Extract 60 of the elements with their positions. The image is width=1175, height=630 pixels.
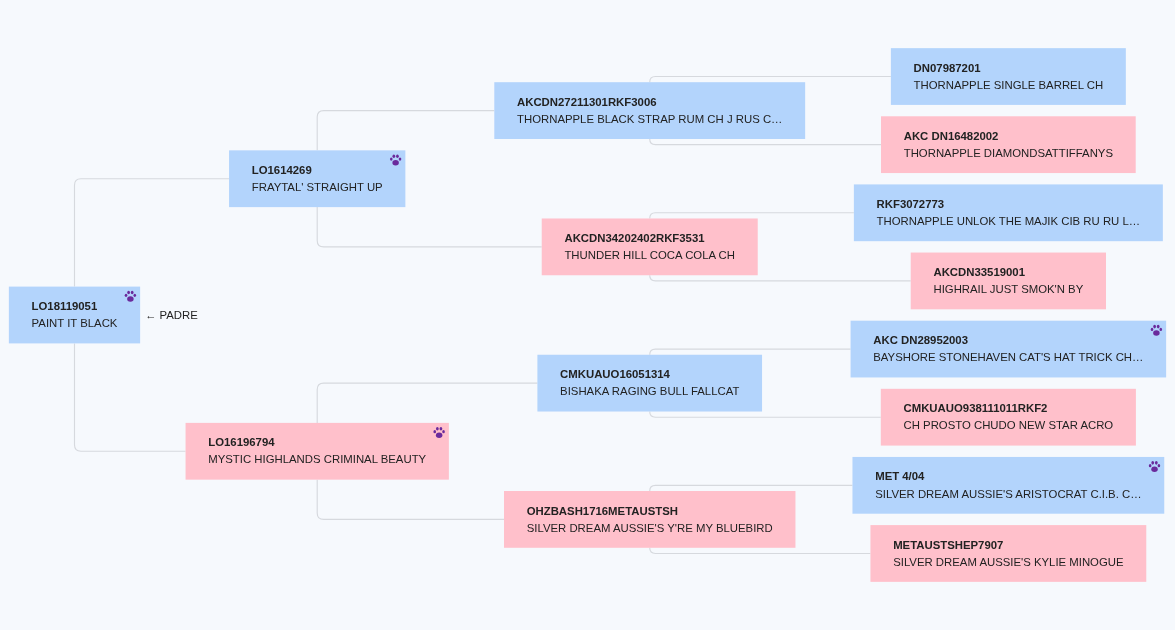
connector-line: [73, 178, 230, 288]
pedigree-card: [850, 320, 1167, 378]
dog-name: MYSTIC HIGHLANDS CRIMINAL BEAUTY: [208, 451, 427, 468]
connector-line: [316, 110, 495, 151]
registration-number: DN07987201: [913, 60, 981, 77]
connector-line: [649, 212, 855, 220]
registration-number: CMKUAUO16051314: [560, 366, 670, 383]
connector-line: [316, 382, 538, 424]
registration-number: LO18119051: [31, 298, 98, 315]
dog-name: CH PROSTO CHUDO NEW STAR ACRO: [903, 417, 1114, 434]
registration-number: AKCDN33519001: [933, 264, 1025, 281]
pedigree-card: [537, 354, 763, 412]
connector-line: [649, 348, 852, 356]
registration-number: METAUSTSHEP7907: [893, 537, 1004, 554]
dog-name: PAINT IT BLACK: [31, 315, 118, 332]
pedigree-card: [494, 82, 806, 139]
pedigree-card: [185, 422, 449, 480]
connector-line: [649, 75, 892, 83]
dog-name: BAYSHORE STONEHAVEN CAT'S HAT TRICK CH…: [873, 349, 1144, 366]
registration-number: AKCDN27211301RKF3006: [517, 94, 657, 111]
pedigree-card: [881, 116, 1136, 174]
connector-line: [316, 479, 505, 520]
connector-line: [649, 410, 882, 418]
connector-line: [649, 138, 882, 146]
dog-name: THORNAPPLE UNLOK THE MAJIK CIB RU RU L…: [876, 213, 1141, 230]
dog-name: THORNAPPLE BLACK STRAP RUM CH J RUS C…: [517, 111, 783, 128]
pedigree-card: [870, 525, 1147, 582]
registration-number: RKF3072773: [876, 196, 945, 213]
dog-name: THORNAPPLE SINGLE BARREL CH: [913, 77, 1104, 94]
pedigree-card: [890, 48, 1126, 105]
registration-number: AKC DN16482002: [903, 128, 999, 145]
registration-number: LO16196794: [208, 434, 275, 451]
dog-name: SILVER DREAM AUSSIE'S Y'RE MY BLUEBIRD: [526, 520, 773, 536]
dog-name: HIGHRAIL JUST SMOK'N BY: [933, 281, 1084, 298]
connector-line: [649, 484, 854, 492]
registration-number: CMKUAUO938111011RKF2: [903, 400, 1048, 417]
connector-line: [649, 274, 912, 282]
registration-number: AKCDN34202402RKF3531: [564, 230, 705, 247]
dog-name: FRAYTAL' STRAIGHT UP: [251, 179, 383, 196]
pedigree-card: [541, 218, 758, 276]
registration-number: OHZBASH1716METAUSTSH: [526, 503, 678, 519]
dog-name: THUNDER HILL COCA COLA CH: [564, 247, 735, 264]
pedigree-card: [504, 491, 796, 548]
registration-number: AKC DN28952003: [873, 332, 968, 349]
registration-number: MET 4/04: [875, 468, 925, 485]
dog-name: BISHAKA RAGING BULL FALLCAT: [560, 383, 740, 400]
pedigree-card: [880, 388, 1136, 446]
registration-number: LO1614269: [251, 162, 312, 179]
node-caption: ← PADRE: [145, 309, 198, 322]
connector-line: [316, 206, 543, 248]
connector-line: [73, 342, 187, 452]
dog-name: SILVER DREAM AUSSIE'S ARISTOCRAT C.I.B. C…: [875, 485, 1142, 502]
connector-line: [649, 547, 872, 555]
pedigree-card: [853, 184, 1163, 242]
pedigree-card: [910, 252, 1106, 310]
dog-name: SILVER DREAM AUSSIE'S KYLIE MINOGUE: [893, 554, 1124, 571]
dog-name: THORNAPPLE DIAMONDSATTIFFANYS: [903, 145, 1113, 162]
pedigree-card: [229, 150, 406, 208]
pedigree-card: [852, 456, 1165, 514]
pedigree-card: [8, 286, 141, 344]
